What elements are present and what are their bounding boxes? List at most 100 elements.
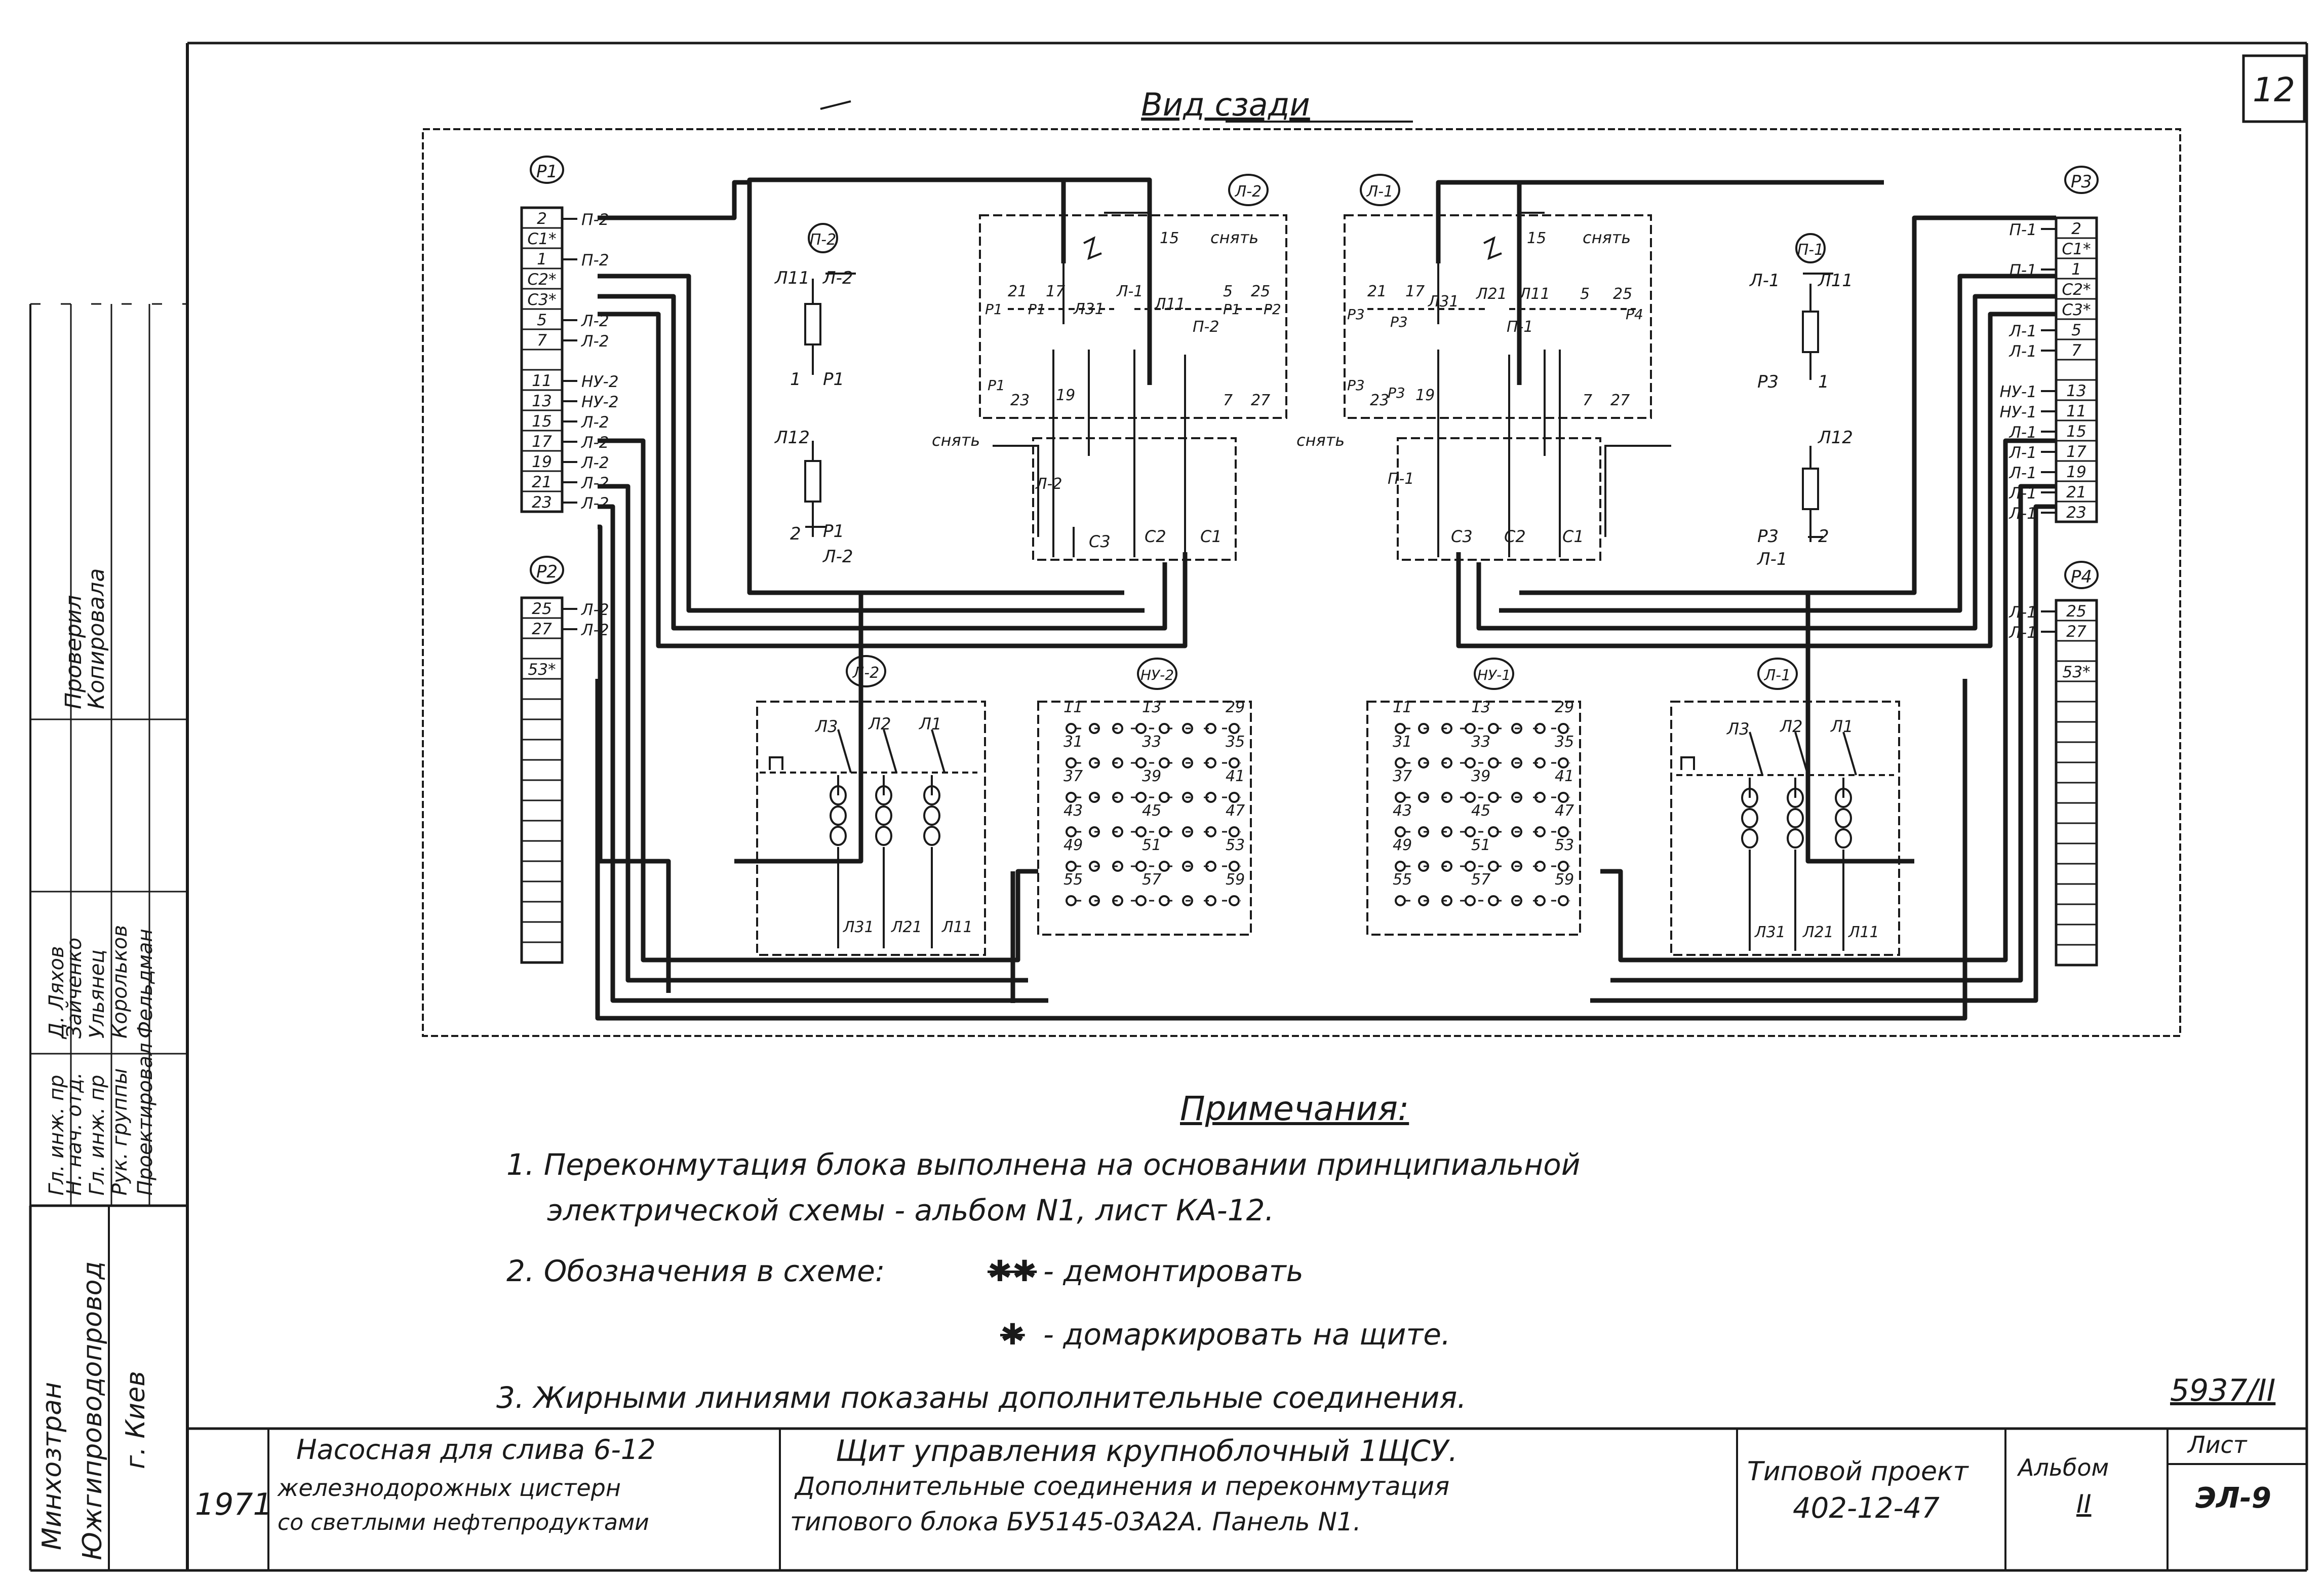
switch-pin-label: 29 bbox=[1555, 699, 1574, 716]
switch-block-nu2 bbox=[1037, 658, 1252, 936]
switch-pin-label: 37 bbox=[1393, 767, 1412, 785]
wire-label: НУ-2 bbox=[581, 393, 619, 411]
terminal-label: 19 bbox=[2066, 463, 2086, 481]
switch-pin-label: 55 bbox=[1063, 871, 1083, 889]
note-1a: 1. Переконмутация блока выполнена на осн… bbox=[506, 1147, 1581, 1182]
svg-text:Р1: Р1 bbox=[536, 162, 558, 182]
wire-label: Л-1 bbox=[2008, 342, 2037, 361]
svg-text:Р4: Р4 bbox=[1626, 306, 1643, 323]
svg-text:Л11: Л11 bbox=[1848, 924, 1879, 941]
svg-text:Р1: Р1 bbox=[985, 301, 1003, 318]
svg-text:Рук. группы: Рук. группы bbox=[108, 1068, 132, 1196]
album-label: Альбом bbox=[2018, 1454, 2109, 1481]
note-3: 3. Жирными линиями показаны дополнительн… bbox=[496, 1380, 1467, 1415]
switch-pin-label: 35 bbox=[1226, 733, 1245, 751]
switch-pin-label: 51 bbox=[1142, 836, 1161, 854]
svg-text:Д. Ляхов: Д. Ляхов bbox=[45, 946, 68, 1040]
svg-text:Л11: Л11 bbox=[1817, 271, 1853, 291]
title-line-2: Дополнительные соединения и переконмутац… bbox=[795, 1472, 1450, 1501]
svg-text:Р1: Р1 bbox=[1223, 301, 1241, 318]
page-number: 12 bbox=[2253, 70, 2295, 109]
wire-label: П-2 bbox=[581, 251, 609, 270]
terminal-strip-p1: 2С1*1С2*С3*5711131517192123П-2П-2Л-2Л-2Н… bbox=[520, 206, 619, 513]
terminal-label: 19 bbox=[532, 453, 552, 471]
svg-text:Л-1: Л-1 bbox=[1756, 549, 1787, 569]
svg-text:Л31: Л31 bbox=[1754, 924, 1786, 941]
svg-text:Южгипроводопровод: Южгипроводопровод bbox=[77, 1261, 108, 1560]
svg-text:П-1: П-1 bbox=[1388, 470, 1414, 488]
terminal-label: 2 bbox=[537, 210, 547, 228]
archive-number: 5937/II bbox=[2170, 1373, 2276, 1408]
svg-text:Р1: Р1 bbox=[988, 377, 1005, 394]
svg-text:С3: С3 bbox=[1451, 527, 1473, 546]
terminal-label: 11 bbox=[2066, 402, 2086, 420]
svg-text:25: 25 bbox=[1251, 283, 1270, 300]
drawing-border bbox=[422, 128, 2181, 1037]
svg-text:Р3: Р3 bbox=[1347, 377, 1365, 394]
svg-text:Л12: Л12 bbox=[1817, 428, 1853, 448]
terminal-label: 7 bbox=[2071, 341, 2081, 360]
svg-text:П-1: П-1 bbox=[1507, 318, 1533, 336]
switch-pin-label: 11 bbox=[1393, 699, 1412, 716]
svg-text:г. Киев: г. Киев bbox=[121, 1371, 151, 1469]
svg-text:Р1: Р1 bbox=[1028, 301, 1046, 318]
terminal-label: 13 bbox=[532, 392, 552, 410]
svg-text:Л-1: Л-1 bbox=[1116, 283, 1143, 300]
switch-pin-label: 39 bbox=[1471, 767, 1490, 785]
svg-text:Р2: Р2 bbox=[1264, 301, 1281, 318]
svg-text:Л3: Л3 bbox=[1726, 719, 1749, 739]
svg-text:С3: С3 bbox=[1089, 532, 1111, 551]
approvals-rotated: Минхозтран Южгипроводопровод г. Киев Гл.… bbox=[37, 568, 157, 1560]
terminal-label: 7 bbox=[537, 331, 547, 350]
object-line-2: железнодорожных цистерн bbox=[278, 1474, 621, 1502]
title-line-1: Щит управления крупноблочный 1ЩСУ. bbox=[836, 1434, 1458, 1468]
svg-text:19: 19 bbox=[1056, 387, 1075, 404]
svg-text:Л31: Л31 bbox=[1073, 300, 1105, 318]
switch-pin-label: 43 bbox=[1063, 802, 1083, 820]
svg-text:Копировала: Копировала bbox=[84, 568, 109, 709]
terminal-label: 1 bbox=[537, 250, 547, 268]
switch-pin-label: 31 bbox=[1063, 733, 1083, 751]
terminal-label: 1 bbox=[2071, 260, 2081, 279]
switch-pin-label: 45 bbox=[1471, 802, 1490, 820]
svg-text:Проверил: Проверил bbox=[61, 595, 87, 709]
svg-text:Л-1: Л-1 bbox=[1749, 271, 1780, 291]
switch-pin-label: 49 bbox=[1063, 836, 1083, 854]
switch-pin-label: 47 bbox=[1226, 802, 1245, 820]
note-2-symbol-demount: ✱✱ bbox=[988, 1254, 1037, 1288]
svg-text:23: 23 bbox=[1010, 392, 1030, 409]
svg-text:2: 2 bbox=[790, 524, 801, 544]
terminal-label: С2* bbox=[527, 271, 556, 289]
terminal-label: 23 bbox=[2066, 504, 2086, 522]
thin-wiring bbox=[805, 212, 1833, 538]
svg-text:П-1: П-1 bbox=[1797, 241, 1824, 259]
svg-text:21: 21 bbox=[1367, 283, 1387, 300]
note-1b: электрической схемы - альбом N1, лист КА… bbox=[547, 1193, 1274, 1227]
svg-text:Р3: Р3 bbox=[2071, 172, 2092, 192]
svg-text:7: 7 bbox=[1223, 392, 1233, 409]
switch-pin-label: 45 bbox=[1142, 802, 1161, 820]
svg-text:27: 27 bbox=[1610, 392, 1630, 409]
object-line-3: со светлыми нефтепродуктами bbox=[278, 1510, 649, 1535]
object-line-1: Насосная для слива 6-12 bbox=[296, 1434, 656, 1466]
svg-text:снять: снять bbox=[1210, 228, 1258, 247]
switch-pin-label: 53 bbox=[1226, 836, 1245, 854]
wire-label: Л-2 bbox=[581, 413, 609, 432]
note-2c: - домаркировать на щите. bbox=[1043, 1317, 1451, 1352]
svg-text:Л-2: Л-2 bbox=[1035, 475, 1062, 493]
terminal-label: С1* bbox=[527, 230, 556, 248]
svg-text:Р4: Р4 bbox=[2071, 567, 2092, 587]
svg-text:Н. нач. отд.: Н. нач. отд. bbox=[63, 1072, 86, 1196]
svg-text:23: 23 bbox=[1370, 392, 1389, 409]
wire-label: НУ-2 bbox=[581, 373, 619, 391]
switch-pin-label: 57 bbox=[1471, 871, 1490, 889]
svg-text:С2: С2 bbox=[1504, 527, 1526, 546]
switch-pin-label: 33 bbox=[1142, 733, 1161, 751]
svg-text:15: 15 bbox=[1527, 229, 1546, 247]
terminal-label: 53* bbox=[528, 661, 556, 679]
svg-text:Л31: Л31 bbox=[843, 918, 874, 936]
svg-text:Проектировал: Проектировал bbox=[134, 1043, 157, 1196]
svg-text:Р3: Р3 bbox=[1757, 526, 1779, 547]
svg-text:снять: снять bbox=[932, 431, 980, 450]
